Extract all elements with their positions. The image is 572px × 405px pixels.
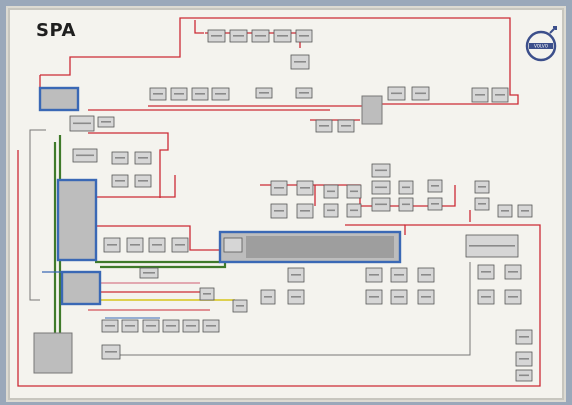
module-label-placeholder — [350, 209, 358, 212]
module-label-placeholder — [107, 244, 117, 246]
ecu-modules — [33, 29, 533, 382]
module-label-placeholder — [394, 274, 404, 276]
module-label-placeholder — [319, 125, 329, 127]
module-label-placeholder — [391, 92, 402, 95]
module-label-placeholder — [274, 187, 284, 189]
module-label-placeholder — [175, 244, 185, 246]
module-label-placeholder — [299, 92, 309, 94]
module-label-placeholder — [138, 180, 148, 182]
logo-text: VOLVO — [534, 44, 549, 49]
module-label-placeholder — [327, 209, 335, 212]
module-label-placeholder — [264, 296, 272, 298]
module-label-placeholder — [369, 274, 379, 276]
module-label-placeholder — [508, 296, 518, 298]
module-label-placeholder — [101, 121, 111, 123]
major-ecu-module — [361, 95, 383, 125]
module-label-placeholder — [475, 94, 485, 96]
module-label-placeholder — [375, 203, 387, 206]
module-label-placeholder — [375, 169, 387, 172]
module-label-placeholder — [478, 203, 486, 205]
module-label-placeholder — [138, 157, 148, 159]
module-label-placeholder — [431, 203, 439, 205]
module-label-placeholder — [215, 93, 226, 95]
module-label-placeholder — [291, 274, 301, 276]
module-label-placeholder — [415, 92, 426, 95]
module-label-placeholder — [206, 325, 216, 327]
module-label-placeholder — [153, 93, 163, 95]
module-label-placeholder — [519, 336, 529, 338]
module-label-placeholder — [203, 293, 211, 295]
module-label-placeholder — [300, 187, 310, 189]
module-label-placeholder — [259, 92, 269, 94]
module-label-placeholder — [143, 272, 155, 274]
module-label-placeholder — [195, 93, 205, 95]
module-label-placeholder — [233, 35, 244, 37]
module-label-placeholder — [481, 296, 491, 298]
module-label-placeholder — [294, 61, 306, 63]
module-label-placeholder — [115, 180, 125, 182]
module-label-placeholder — [236, 305, 244, 307]
module-label-placeholder — [469, 245, 515, 247]
diagram-title: SPA — [36, 20, 76, 41]
major-ecu-module — [38, 86, 80, 112]
module-label-placeholder — [519, 358, 529, 360]
module-label-placeholder — [125, 325, 135, 327]
module-label-placeholder — [291, 296, 301, 298]
module-label-placeholder — [421, 274, 431, 276]
major-ecu-module — [60, 270, 102, 306]
module-label-placeholder — [508, 271, 518, 273]
module-label-placeholder — [186, 325, 196, 327]
module-label-placeholder — [521, 210, 529, 212]
volvo-logo-icon: VOLVO — [525, 26, 557, 62]
module-label-placeholder — [277, 35, 288, 37]
module-label-placeholder — [478, 186, 486, 188]
module-label-placeholder — [369, 296, 379, 298]
module-label-placeholder — [421, 296, 431, 298]
central-gateway-core — [246, 236, 394, 258]
module-label-placeholder — [211, 35, 222, 37]
module-label-placeholder — [501, 210, 509, 212]
module-label-placeholder — [274, 210, 284, 212]
module-label-placeholder — [255, 35, 266, 37]
module-label-placeholder — [375, 186, 387, 189]
module-label-placeholder — [402, 203, 410, 206]
module-label-placeholder — [402, 186, 410, 189]
module-label-placeholder — [105, 325, 115, 327]
module-label-placeholder — [519, 374, 529, 377]
major-ecu-module — [33, 332, 73, 374]
module-label-placeholder — [115, 157, 125, 159]
module-label-placeholder — [105, 351, 117, 353]
module-label-placeholder — [327, 190, 335, 193]
module-label-placeholder — [481, 271, 491, 273]
module-label-placeholder — [341, 125, 351, 127]
module-label-placeholder — [300, 210, 310, 212]
module-label-placeholder — [431, 185, 439, 187]
major-ecu-module — [56, 178, 98, 262]
module-label-placeholder — [299, 35, 309, 37]
module-label-placeholder — [146, 325, 156, 327]
module-label-placeholder — [394, 296, 404, 298]
module-label-placeholder — [152, 244, 162, 246]
module-label-placeholder — [76, 154, 94, 157]
module-label-placeholder — [350, 190, 358, 193]
ecu-module — [223, 237, 243, 253]
module-label-placeholder — [130, 244, 140, 246]
module-label-placeholder — [174, 93, 184, 95]
module-label-placeholder — [166, 325, 176, 327]
module-label-placeholder — [495, 94, 505, 96]
module-label-placeholder — [73, 122, 91, 125]
